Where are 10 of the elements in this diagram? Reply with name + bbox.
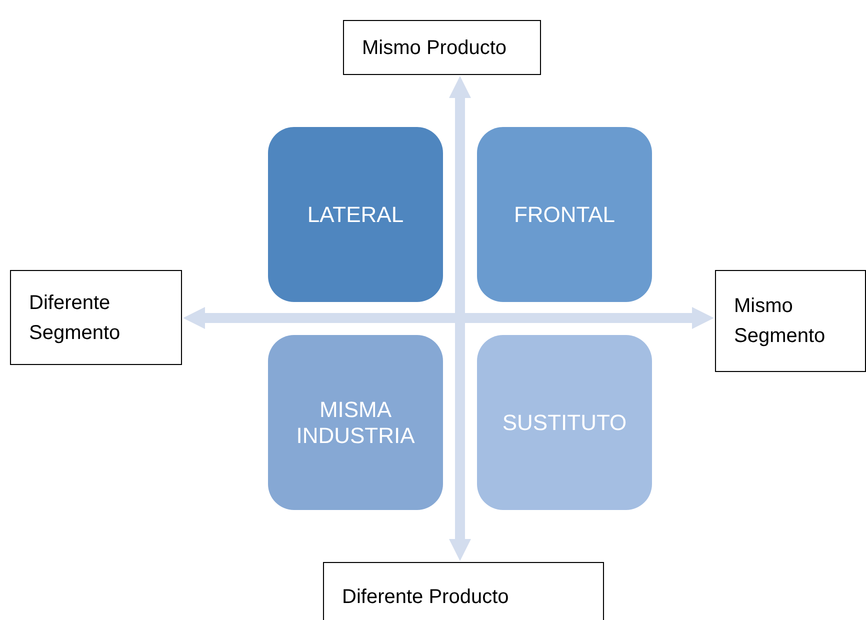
axis-label: Diferente Producto [323,562,604,620]
quadrant-box: FRONTAL [477,127,652,302]
double-headed-arrow [449,76,471,561]
quadrant-box: LATERAL [268,127,443,302]
quadrant-box: MISMA INDUSTRIA [268,335,443,510]
double-headed-arrow [183,307,714,329]
quadrant-box: SUSTITUTO [477,335,652,510]
axis-label: Mismo Producto [343,20,541,75]
axis-label: Diferente Segmento [10,270,182,365]
axis-label: Mismo Segmento [715,270,866,372]
